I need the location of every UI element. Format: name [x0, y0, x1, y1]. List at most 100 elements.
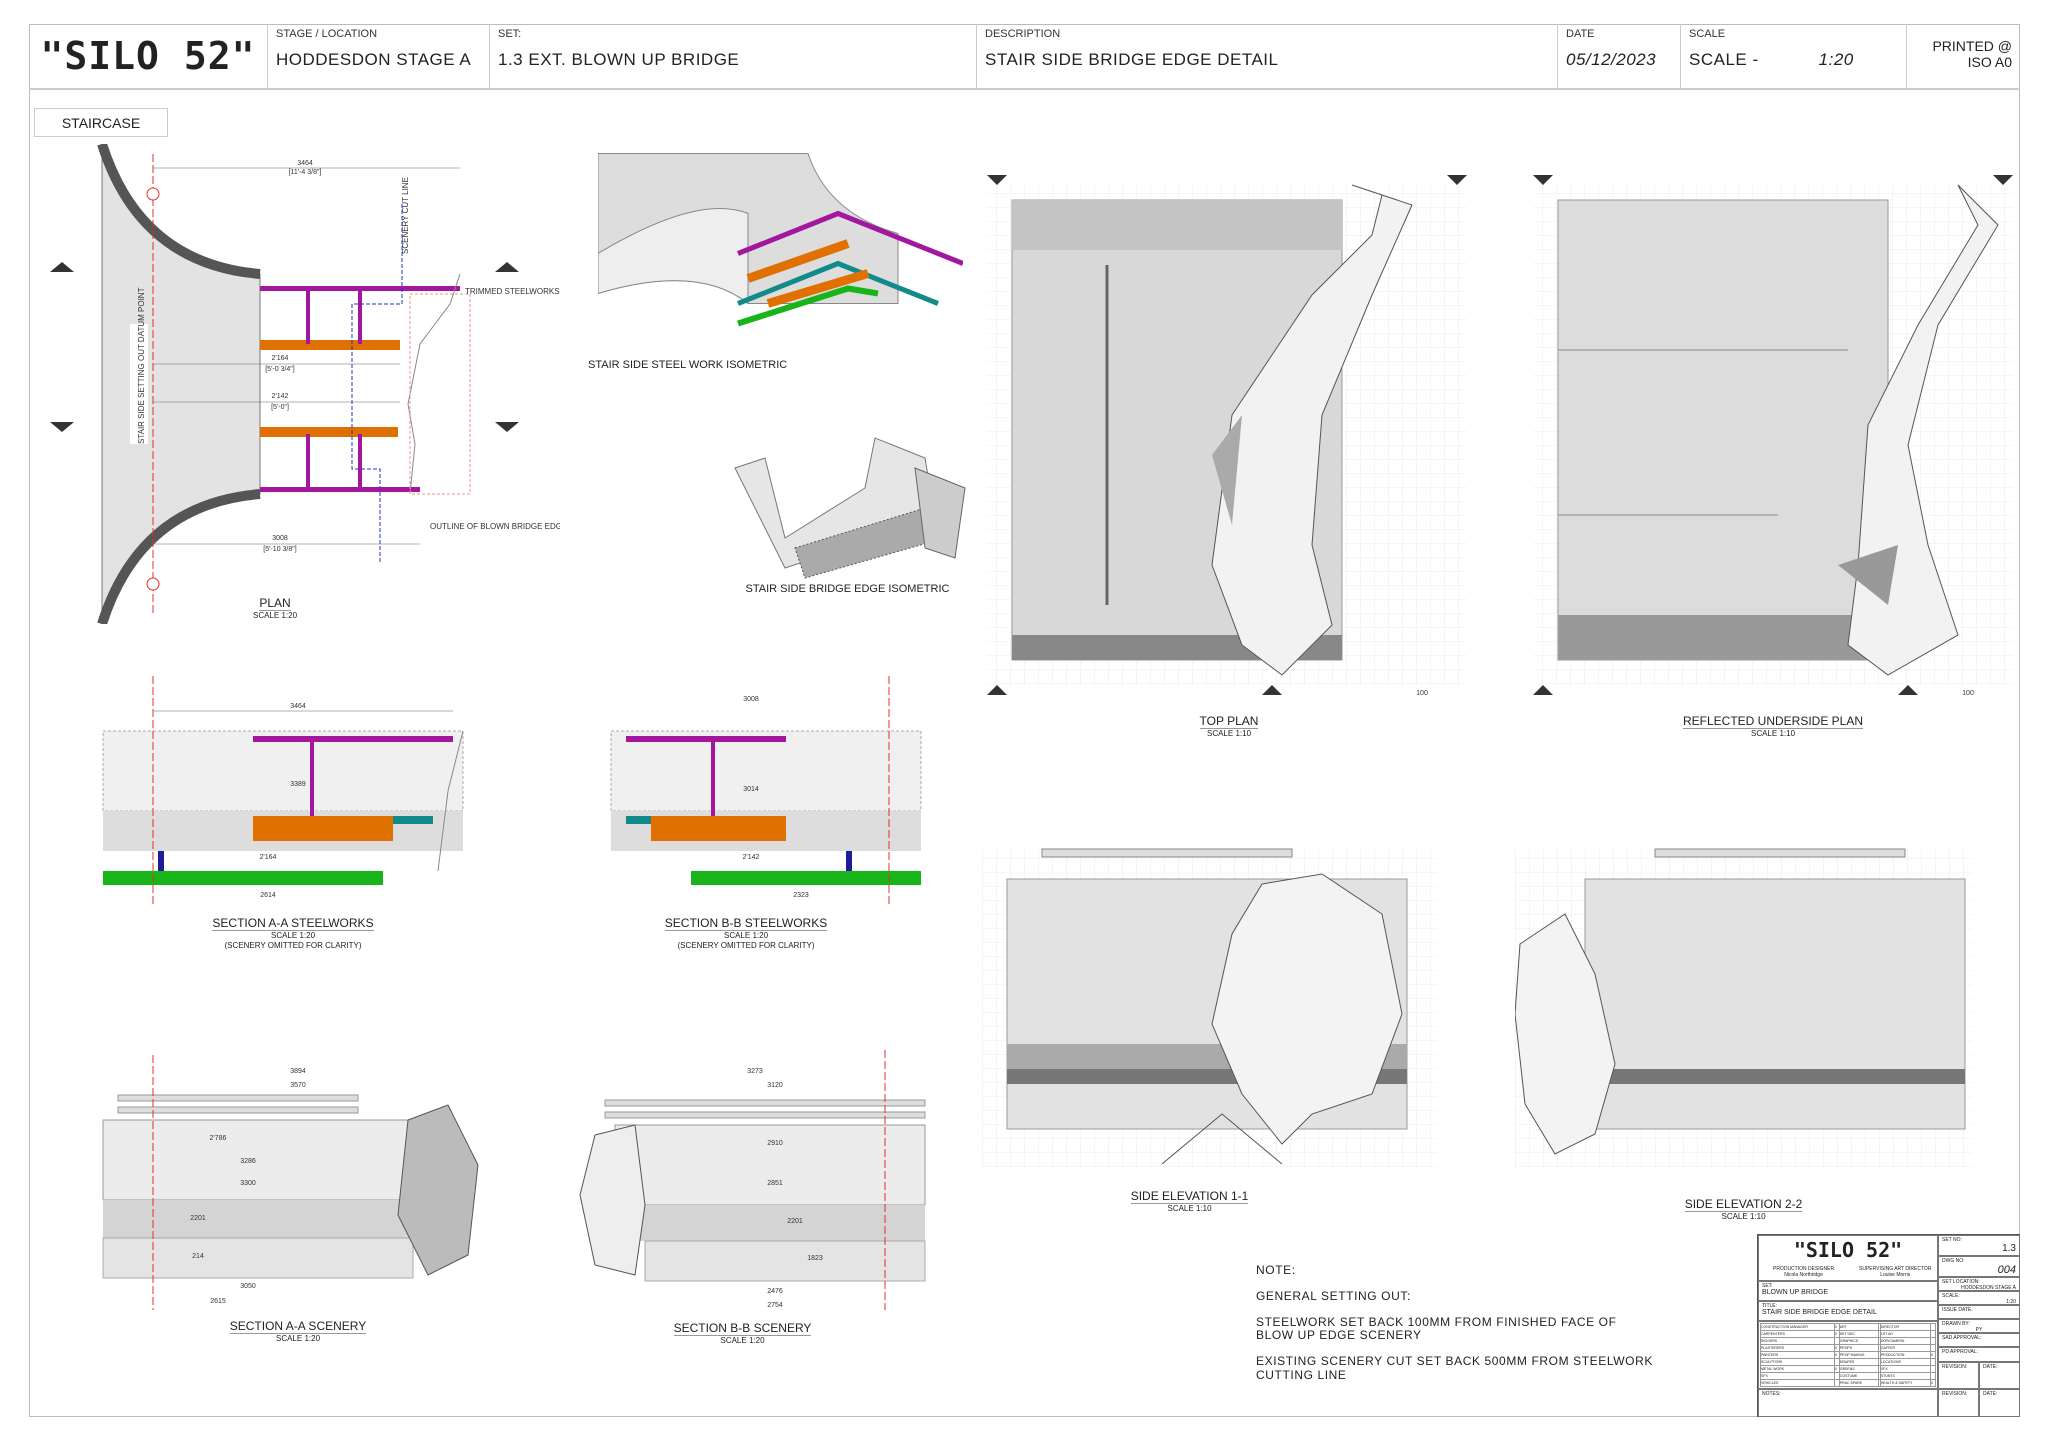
distribution-dept: DIRECTOR: [1879, 1323, 1931, 1331]
tb-revision-1: REVISION:: [1938, 1362, 1979, 1389]
sec-aa-scen-dim-2: 3570: [290, 1082, 306, 1089]
tb-issue-date: ISSUE DATE:: [1938, 1305, 2020, 1319]
edge-isometric-view: STAIR SIDE BRIDGE EDGE ISOMETRIC: [725, 418, 970, 598]
description-value: STAIR SIDE BRIDGE EDGE DETAIL: [985, 50, 1279, 69]
distribution-dept: VFX: [1879, 1365, 1931, 1373]
plan-dim-4-imp: [5'-10 3/8"]: [263, 546, 296, 553]
tb-designer: Nicola Northridge: [1784, 1272, 1823, 1278]
distribution-dept: PRODUCTION: [1879, 1351, 1931, 1359]
distribution-dept: PROPS: [1838, 1344, 1880, 1352]
plan-dim-2: 2'164: [272, 355, 289, 362]
header-bar: "SILO 52" STAGE / LOCATION HODDESDON STAG…: [29, 24, 2020, 90]
notes-block: NOTE: GENERAL SETTING OUT: STEELWORK SET…: [1256, 1263, 1656, 1395]
sec-aa-scen-dim-5: 3300: [240, 1180, 256, 1187]
distribution-dept: LOCATIONS: [1879, 1358, 1931, 1366]
distribution-dept: DOP/CAMERA: [1879, 1337, 1931, 1345]
tb-setno: 1.3: [2002, 1243, 2016, 1254]
tb-title: STAIR SIDE BRIDGE EDGE DETAIL: [1762, 1309, 1877, 1316]
sec-bb-steel-dim-3: 2'142: [743, 854, 760, 861]
distribution-dept: SET DEC: [1838, 1330, 1880, 1338]
set-cell: SET: 1.3 EXT. BLOWN UP BRIDGE: [490, 24, 977, 88]
sec-bb-scen-dim-7: 2476: [767, 1288, 783, 1295]
distribution-check: [1833, 1379, 1840, 1387]
distribution-check: [1929, 1365, 1937, 1373]
notes-heading: NOTE:: [1256, 1263, 1296, 1277]
logo: "SILO 52": [29, 24, 268, 88]
tb-revision-2: REVISION:: [1938, 1389, 1979, 1417]
scenery-cut-line-label: SCENERY CUT LINE: [401, 177, 410, 254]
sec-aa-steel-dim-3: 2'164: [260, 854, 277, 861]
distribution-check: [1929, 1337, 1937, 1345]
sec-bb-scen-dim-4: 2851: [767, 1180, 783, 1187]
distribution-dept: GRAPHICS: [1838, 1337, 1880, 1345]
tb-set: BLOWN UP BRIDGE: [1762, 1289, 1828, 1296]
sec-bb-scen-dim-2: 3120: [767, 1082, 783, 1089]
sec-aa-scen-dim-1: 3894: [290, 1068, 306, 1075]
sec-aa-scen-dim-7: 214: [192, 1253, 204, 1260]
sec-aa-steel-dim-4: 2614: [260, 892, 276, 899]
sec-aa-scen-dim-8: 3050: [240, 1283, 256, 1290]
sec-bb-scen-dim-3: 2910: [767, 1140, 783, 1147]
top-plan-dim: 100: [1416, 690, 1428, 697]
sec-bb-scen-dim-6: 1823: [807, 1255, 823, 1262]
distribution-dept: COSTUME: [1838, 1372, 1880, 1380]
section-bb-steelworks-view: 3008 3014 2'142 2323 SECTION B-B STEELWO…: [601, 646, 931, 950]
tb-date-1: DATE:: [1979, 1362, 2020, 1389]
section-aa-steelworks-view: 3464 3389 2'164 2614 SECTION A-A STEELWO…: [98, 646, 518, 950]
distribution-dept: CARPENTERS: [1760, 1330, 1835, 1338]
distribution-check: [1929, 1344, 1937, 1352]
distribution-dept: PROP MAKING: [1838, 1351, 1880, 1359]
distribution-dept: GREENS: [1838, 1365, 1880, 1373]
scale-label: SCALE: [1689, 28, 1726, 40]
steel-iso-caption: STAIR SIDE STEEL WORK ISOMETRIC: [588, 359, 788, 371]
distribution-check: [1929, 1330, 1937, 1338]
distribution-dept: METAL WORK: [1760, 1365, 1835, 1373]
plan-dim-4: 3008: [272, 535, 288, 542]
distribution-check: [1929, 1358, 1937, 1366]
set-label: SET:: [498, 28, 522, 40]
sec-bb-steel-dim-1: 3008: [743, 696, 759, 703]
tb-drawn-label: DRAWN BY:: [1942, 1321, 1970, 1327]
note-item-1: STEELWORK SET BACK 100MM FROM FINISHED F…: [1256, 1314, 1617, 1343]
sec-aa-scen-dim-3: 2'786: [210, 1135, 227, 1142]
stage-value: HODDESDON STAGE A: [276, 50, 472, 69]
plan-view: 3464 [11'-4 3/8"] 2'164 [5'-0 3/4"] 2'14…: [50, 144, 560, 624]
distribution-check: X: [1929, 1351, 1937, 1359]
plan-dim-2-imp: [5'-0 3/4"]: [265, 366, 295, 373]
tb-designer-label: PRODUCTION DESIGNER: [1773, 1266, 1835, 1272]
tb-sad: Louise Morris: [1880, 1272, 1911, 1278]
plan-dim-3-imp: [5'-0"]: [271, 404, 289, 411]
sec-aa-steel-dim-2: 3389: [290, 781, 306, 788]
edge-iso-caption: STAIR SIDE BRIDGE EDGE ISOMETRIC: [745, 583, 950, 595]
tb-drawn: PY: [1975, 1327, 1983, 1333]
tb-scale: 1:20: [2006, 1299, 2016, 1305]
sec-bb-scen-dim-5: 2201: [787, 1218, 803, 1225]
tb-date-2: DATE:: [1979, 1389, 2020, 1417]
note-item-2: EXISTING SCENERY CUT SET BACK 500MM FROM…: [1256, 1354, 1653, 1382]
distribution-dept: PLASTERERS: [1760, 1344, 1835, 1352]
distribution-dept: SFX: [1760, 1372, 1835, 1380]
section-aa-scenery-view: 3894 3570 2'786 3286 3300 2201 214 3050 …: [98, 1025, 518, 1343]
notes-subheading: GENERAL SETTING OUT:: [1256, 1288, 1411, 1303]
set-value: 1.3 EXT. BLOWN UP BRIDGE: [498, 50, 740, 69]
tb-setno-label: SET NO:: [1942, 1237, 1962, 1243]
tb-scale-label: SCALE:: [1942, 1293, 1960, 1299]
plan-dim-3: 2'142: [272, 393, 289, 400]
stage-label: STAGE / LOCATION: [276, 28, 378, 40]
